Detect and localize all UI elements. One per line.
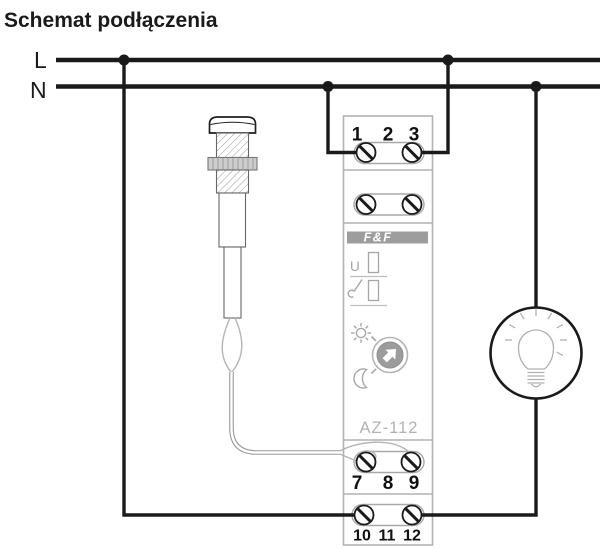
lamp-circle [489,306,583,400]
wire-n-to-terminal-1 [326,86,366,155]
relay-contact-icon [347,279,363,298]
terminal-screw-7 [355,451,377,473]
terminal-screw-1 [355,141,377,164]
terminal-screw-3 [401,141,423,164]
terminal-screw-10 [353,504,375,526]
light-bulb-icon [517,329,555,388]
terminal-label-8: 8 [383,473,394,494]
probe-cap [208,116,257,134]
ff-logo-band [347,231,428,244]
junction-dot [322,81,334,92]
terminal-label-3: 3 [409,125,420,146]
ff-logo-text: F&F [364,231,393,245]
terminal-label-12: 12 [403,528,421,545]
terminal-label-9: 9 [409,473,420,494]
knob-tick-day [370,335,377,342]
sensor-cable-core [230,372,341,454]
wire-lamp-to-terminal-12 [412,398,538,517]
wire-l-to-terminal-10 [122,60,364,517]
phase-l-label: L [34,47,47,73]
power-led-window [367,251,380,274]
junction-dot [442,54,454,66]
knob-tick-night [370,368,377,375]
junction-dot [118,54,130,66]
page-title: Schemat podłączenia [4,9,218,32]
wire-l-to-terminal-3 [412,60,450,155]
terminal-screw-9 [400,451,422,473]
probe-stem [218,192,247,248]
junction-dot [530,81,542,92]
terminal-label-11: 11 [379,528,396,545]
probe-cap-line [210,121,255,125]
bulb-rays [505,309,567,357]
terminal-label-7: 7 [352,473,363,494]
sensor-cable [229,372,341,455]
power-led-label: U [350,259,360,274]
terminal-label-1: 1 [352,125,363,146]
probe-tube [223,246,242,319]
terminal-screw-12 [401,504,423,526]
sensitivity-knob [371,336,409,374]
probe-body-lower [215,169,250,194]
terminal-label-2: 2 [383,125,394,146]
sensor-wire-loop [221,317,243,373]
terminal-screw-aux-right [401,193,423,216]
terminal-label-10: 10 [353,528,371,545]
relay-led-window [367,279,380,302]
moon-icon [353,368,368,389]
neutral-n-label: N [30,77,47,103]
terminal-screw-aux-left [355,193,377,216]
light-sensor-probe [207,116,413,464]
model-label: AZ-112 [360,419,419,437]
sun-icon [351,323,371,343]
knob-arrow-icon [382,348,397,363]
lamp-symbol [489,306,583,400]
probe-nut-ribs [212,158,254,170]
probe-body-upper [215,132,250,159]
